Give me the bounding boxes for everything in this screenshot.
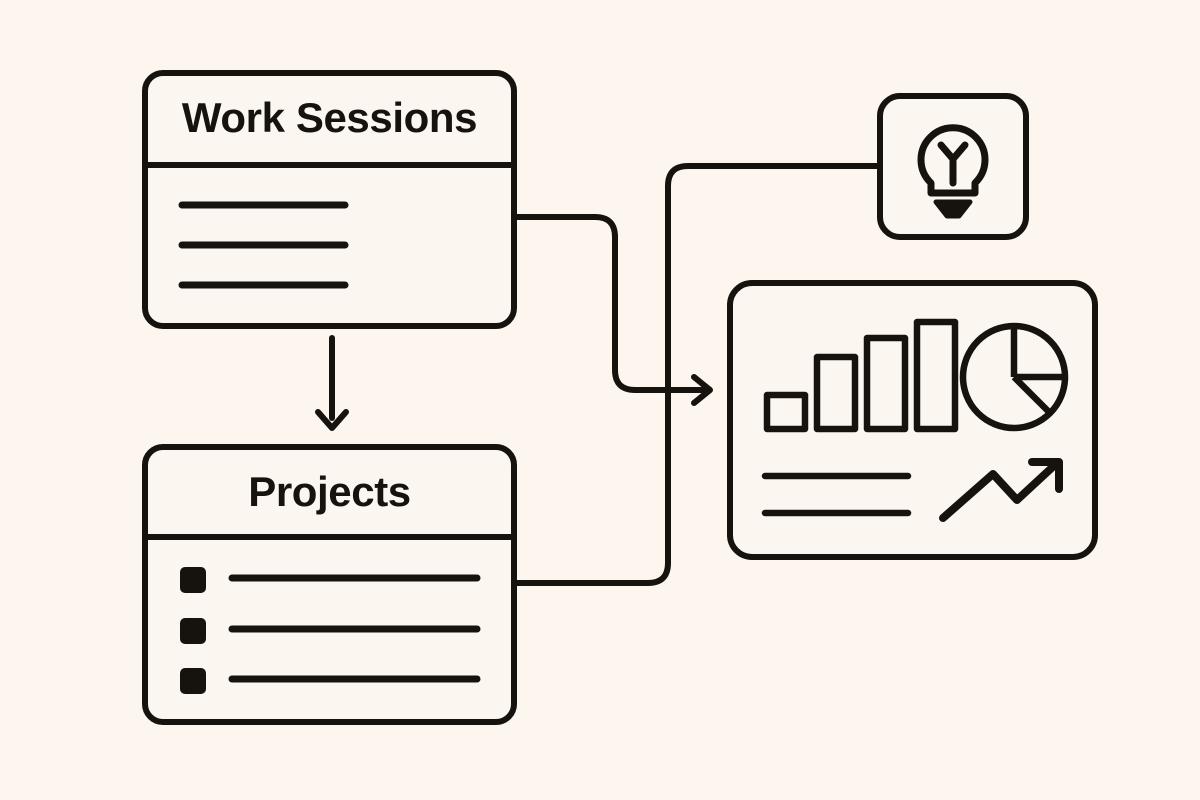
dashboard-trend-arrow[interactable] [939, 458, 1063, 522]
projects-card[interactable] [142, 444, 517, 725]
dashboard-text-lines [761, 472, 912, 517]
arrow-right-icon [691, 374, 713, 406]
bar-4 [913, 318, 959, 433]
work-sessions-to-dashboard-connector [511, 214, 709, 393]
checkbox-filled-icon[interactable] [180, 567, 206, 593]
bar-3 [863, 334, 909, 433]
bar-2 [813, 353, 859, 433]
lightbulb-base [933, 199, 973, 219]
trend-line [939, 459, 1061, 522]
analytics-dashboard-card[interactable] [727, 280, 1098, 560]
projects-card-frame[interactable] [142, 444, 517, 725]
lightbulb-card[interactable] [877, 93, 1029, 240]
pie-divider-lower-right [1011, 374, 1053, 416]
projects-to-insight-connector [511, 163, 885, 586]
work-sessions-card[interactable] [142, 70, 517, 329]
work-sessions-body-lines [178, 201, 349, 289]
lightbulb-glass [917, 124, 989, 197]
dashboard-bar-chart[interactable] [763, 318, 959, 433]
projects-list-item[interactable] [180, 567, 481, 593]
work-sessions-card-frame[interactable] [142, 70, 517, 329]
arrow-down-icon [315, 409, 349, 431]
checkbox-filled-icon[interactable] [180, 668, 206, 694]
projects-list-item[interactable] [180, 618, 481, 644]
projects-list-item[interactable] [180, 668, 481, 694]
projects-list [180, 567, 481, 694]
checkbox-filled-icon[interactable] [180, 618, 206, 644]
bar-1 [763, 391, 809, 433]
trend-arrowhead-icon [1028, 458, 1063, 493]
lightbulb-icon [917, 124, 989, 219]
dashboard-pie-chart[interactable] [959, 322, 1069, 432]
connectors-layer [315, 163, 885, 586]
